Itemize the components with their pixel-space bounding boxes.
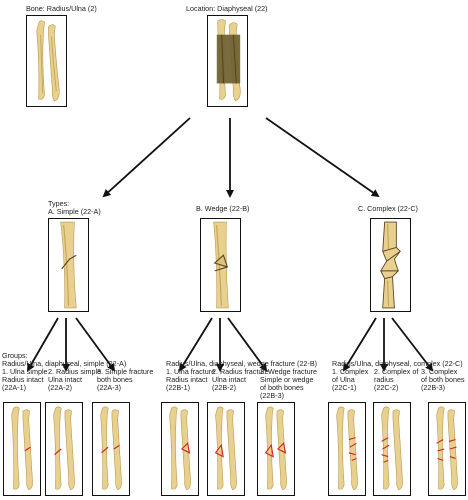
group-a1-line1: 1. Ulna simple	[2, 367, 48, 376]
group-b3-line1: 3. Wedge fracture	[260, 367, 317, 376]
group-c1-line3: (22C-1)	[332, 383, 357, 392]
group-a3-image	[92, 402, 130, 496]
group-a-title: Radius/Ulna, diaphyseal, simple (22-A)	[2, 359, 127, 368]
group-b2-line1: 2. Radius fracture	[212, 367, 269, 376]
arrow-to-group-b3	[227, 317, 268, 372]
bone-label: Bone: Radius/Ulna (2)	[26, 4, 97, 13]
group-b2-line2: Ulna intact	[212, 375, 246, 384]
group-a2-line2: Ulna intact	[48, 375, 82, 384]
group-c1-line1: 1. Complex	[332, 367, 369, 376]
group-c1-line2: of Ulna	[332, 375, 355, 384]
group-c2-line3: (22C-2)	[374, 383, 399, 392]
group-a2-line3: (22A-2)	[48, 383, 72, 392]
simple-fracture-image	[48, 218, 89, 312]
group-c3-line2: of both bones	[421, 375, 465, 384]
group-a3-line1: 3. Simple fracture	[97, 367, 154, 376]
group-a3-line3: (22A-3)	[97, 383, 121, 392]
group-a2-line1: 2. Radius simple	[48, 367, 102, 376]
arrow-to-type-c	[265, 117, 380, 198]
arrow-to-group-b1	[178, 317, 213, 372]
type-a-label: A. Simple (22-A)	[48, 207, 101, 216]
type-c-label: C. Complex (22-C)	[358, 204, 418, 213]
group-c2-line1: 2. Complex of	[374, 367, 419, 376]
group-b1-image	[161, 402, 199, 496]
arrow-to-type-a	[102, 117, 191, 198]
location-label: Location: Diaphyseal (22)	[186, 4, 268, 13]
group-a1-line3: (22A-1)	[2, 383, 26, 392]
group-c2-image	[373, 402, 411, 496]
groups-heading: Groups:	[2, 351, 28, 360]
radius-ulna-bone-image	[26, 15, 67, 107]
type-b-label: B. Wedge (22-B)	[196, 204, 250, 213]
group-c-title: Radius/Ulna, diaphyseal, complex (22-C)	[332, 359, 463, 368]
group-c3-image	[428, 402, 466, 496]
wedge-fracture-image	[200, 218, 241, 312]
group-b3-line2: Simple or wedge	[260, 375, 314, 384]
group-c1-image	[328, 402, 366, 496]
diaphyseal-location-image	[207, 15, 248, 107]
group-b3-line3: of both bones	[260, 383, 304, 392]
complex-fracture-image	[370, 218, 411, 312]
group-b1-line2: Radius intact	[166, 375, 208, 384]
group-b1-line3: (22B-1)	[166, 383, 190, 392]
arrow-to-group-a1	[27, 317, 59, 372]
group-a2-image	[45, 402, 83, 496]
group-c3-line1: 3. Complex	[421, 367, 458, 376]
types-heading: Types:	[48, 199, 70, 208]
group-b-title: Radius/Ulna, diaphyseal, wedge fracture …	[166, 359, 318, 368]
group-b2-image	[207, 402, 245, 496]
group-a3-line2: both bones	[97, 375, 133, 384]
group-a1-line2: Radius intact	[2, 375, 44, 384]
group-b1-line1: 1. Ulna fracture	[166, 367, 216, 376]
group-c2-line2: radius	[374, 375, 394, 384]
group-a1-image	[3, 402, 41, 496]
group-b3-image	[257, 402, 295, 496]
group-b2-line3: (22B-2)	[212, 383, 236, 392]
arrow-to-group-c3	[391, 317, 434, 372]
group-b3-line4: (22B-3)	[260, 391, 284, 400]
group-c3-line3: (22B-3)	[421, 383, 445, 392]
arrow-to-group-a3	[75, 317, 116, 372]
arrow-to-group-c1	[342, 317, 377, 372]
